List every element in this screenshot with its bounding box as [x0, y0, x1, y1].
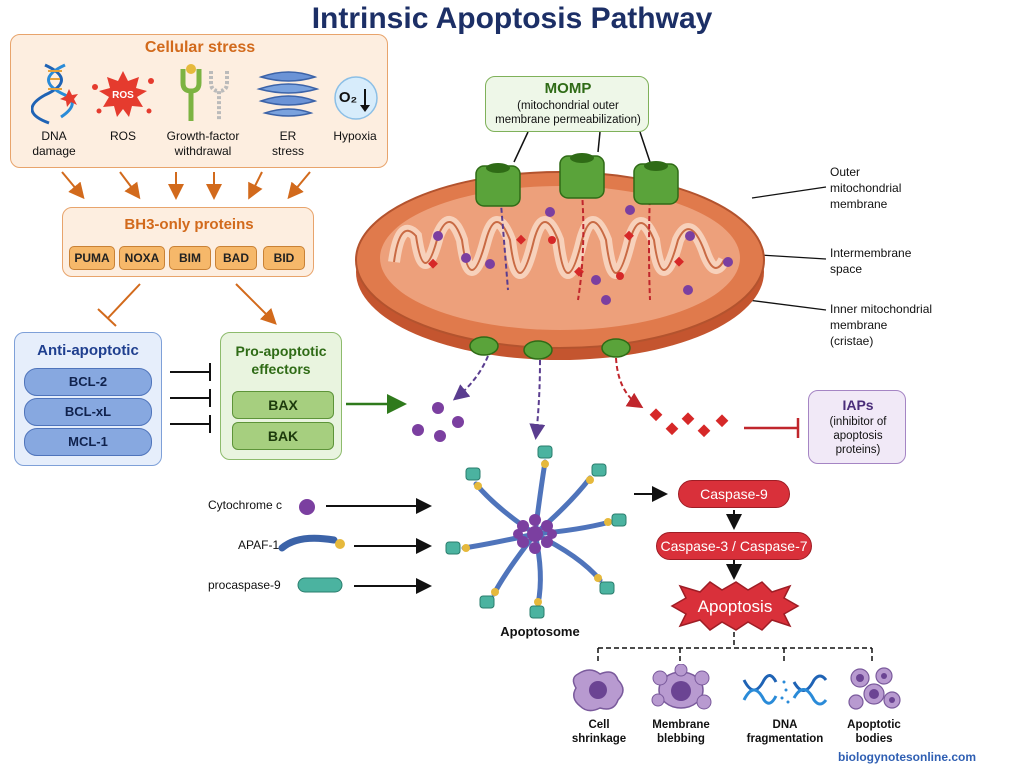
iaps-line-2: apoptosis	[833, 430, 883, 442]
momp-box: MOMP (mitochondrial outer membrane perme…	[485, 76, 649, 132]
procaspase-9-icon	[297, 577, 343, 593]
outcome-3-line-1: DNA	[772, 719, 798, 731]
input-label-apaf-1: APAF-1	[238, 538, 280, 552]
momp-pointer-2	[597, 131, 601, 153]
protein-mcl-1: MCL-1	[24, 428, 152, 456]
input-label-cytochrome-c: Cytochrome c	[208, 498, 283, 512]
bh3-only-box: BH3-only proteins PUMA NOXA BIM BAD BID	[62, 207, 314, 277]
protein-bak: BAK	[232, 422, 334, 450]
cellular-stress-box: Cellular stress DNA damage ROS ROS Growt…	[10, 34, 388, 168]
apoptosis-burst: Apoptosis	[670, 581, 800, 631]
bh3-activates-pro-apoptotic	[235, 283, 277, 325]
iap-inhibition-bar	[744, 418, 800, 438]
inner-membrane-label-1: Inner mitochondrial	[830, 302, 933, 316]
er-stress-label-1: ER	[279, 129, 297, 143]
inner-membrane-label-2: membrane	[830, 318, 888, 332]
caspase-3-7-box: Caspase-3 / Caspase-7	[656, 532, 812, 560]
momp-pointer-3	[639, 131, 651, 163]
dna-damage-icon	[31, 63, 78, 125]
outcome-4-line-2: bodies	[855, 733, 893, 745]
bh3-header: BH3-only proteins	[124, 216, 254, 233]
intermembrane-label-1: Intermembrane	[830, 246, 912, 260]
caspase-9-box: Caspase-9	[678, 480, 790, 508]
outcome-3-line-2: fragmentation	[746, 733, 824, 745]
hypoxia-icon: O₂	[334, 76, 378, 120]
er-stress-icon	[256, 71, 320, 117]
dna-damage-label-1: DNA	[41, 129, 67, 143]
outer-membrane-label-3: membrane	[830, 197, 888, 211]
apaf-1-icon	[278, 534, 345, 552]
iaps-header: IAPs	[842, 397, 874, 413]
iaps-box: IAPs (inhibitor of apoptosis proteins)	[808, 390, 906, 464]
protein-bcl-2: BCL-2	[24, 368, 152, 396]
growth-factor-label-1: Growth-factor	[166, 129, 240, 143]
protein-bcl-xl: BCL-xL	[24, 398, 152, 426]
bh3-protein-bad: BAD	[215, 246, 257, 270]
outcome-2-line-2: blebbing	[657, 733, 705, 745]
outcome-4-line-1: Apoptotic	[847, 719, 901, 731]
outcome-branch-lines	[597, 632, 873, 662]
cytochrome-c-icon	[299, 499, 315, 515]
outer-membrane-label-2: mitochondrial	[830, 181, 902, 195]
apoptosis-label: Apoptosis	[698, 597, 773, 616]
intermembrane-label-2: space	[830, 262, 863, 276]
footer-website[interactable]: biologynotesonline.com	[838, 750, 977, 764]
apoptotic-bodies-icon	[848, 667, 901, 710]
apoptosome-input-arrows	[326, 486, 742, 594]
cytochrome-release-arrow	[452, 355, 489, 401]
bh3-protein-bid: BID	[263, 246, 305, 270]
ros-badge: ROS	[112, 90, 134, 101]
shrunken-cell-icon	[572, 669, 624, 712]
pro-apoptotic-header-2: effectors	[251, 361, 311, 377]
momp-header: MOMP	[544, 80, 592, 97]
ros-icon: ROS	[92, 71, 154, 117]
momp-line-2: membrane permeabilization)	[495, 114, 641, 126]
input-label-procaspase-9: procaspase-9	[208, 578, 281, 592]
protein-bax: BAX	[232, 391, 334, 419]
bax-bak-pore-channels	[469, 153, 679, 360]
outer-membrane-pointer	[751, 186, 827, 199]
anti-apoptotic-header: Anti-apoptotic	[37, 342, 139, 359]
released-molecules	[412, 402, 729, 442]
diagram-title: Intrinsic Apoptosis Pathway	[311, 2, 713, 35]
bh3-protein-bim: BIM	[169, 246, 211, 270]
iaps-line-1: (inhibitor of	[829, 416, 887, 428]
iaps-line-3: proteins)	[835, 444, 881, 456]
growth-factor-receptor-icon	[180, 64, 229, 121]
hypoxia-label: Hypoxia	[333, 129, 377, 143]
bh3-protein-noxa: NOXA	[119, 246, 165, 270]
dna-damage-label-2: damage	[32, 144, 76, 158]
bh3-protein-puma: PUMA	[69, 246, 115, 270]
fragmented-dna-icon	[742, 674, 828, 706]
outcome-1-line-1: Cell	[588, 719, 610, 731]
er-stress-label-2: stress	[271, 144, 304, 158]
outcome-2-line-1: Membrane	[652, 719, 710, 731]
mitochondrion-illustration	[355, 153, 765, 360]
blebbing-cell-icon	[651, 664, 712, 710]
apoptosome-label: Apoptosome	[500, 624, 580, 639]
outer-membrane-label-1: Outer	[830, 165, 861, 179]
momp-pointer-1	[513, 131, 529, 163]
ros-label: ROS	[109, 129, 136, 143]
inner-membrane-label-3: (cristae)	[830, 334, 874, 348]
cellular-stress-header: Cellular stress	[144, 39, 256, 56]
outcome-1-line-2: shrinkage	[571, 733, 627, 745]
hypoxia-badge: O₂	[339, 89, 357, 106]
smac-release-arrow	[615, 357, 644, 409]
pro-apoptotic-header-1: Pro-apoptotic	[235, 343, 327, 359]
growth-factor-label-2: withdrawal	[174, 144, 232, 158]
apoptosome-icon	[445, 445, 627, 619]
anti-inhibits-pro-bars	[170, 363, 211, 433]
momp-line-1: (mitochondrial outer	[517, 100, 619, 112]
bh3-inhibits-anti-apoptotic	[97, 283, 141, 327]
stress-to-bh3-arrows	[61, 171, 311, 200]
